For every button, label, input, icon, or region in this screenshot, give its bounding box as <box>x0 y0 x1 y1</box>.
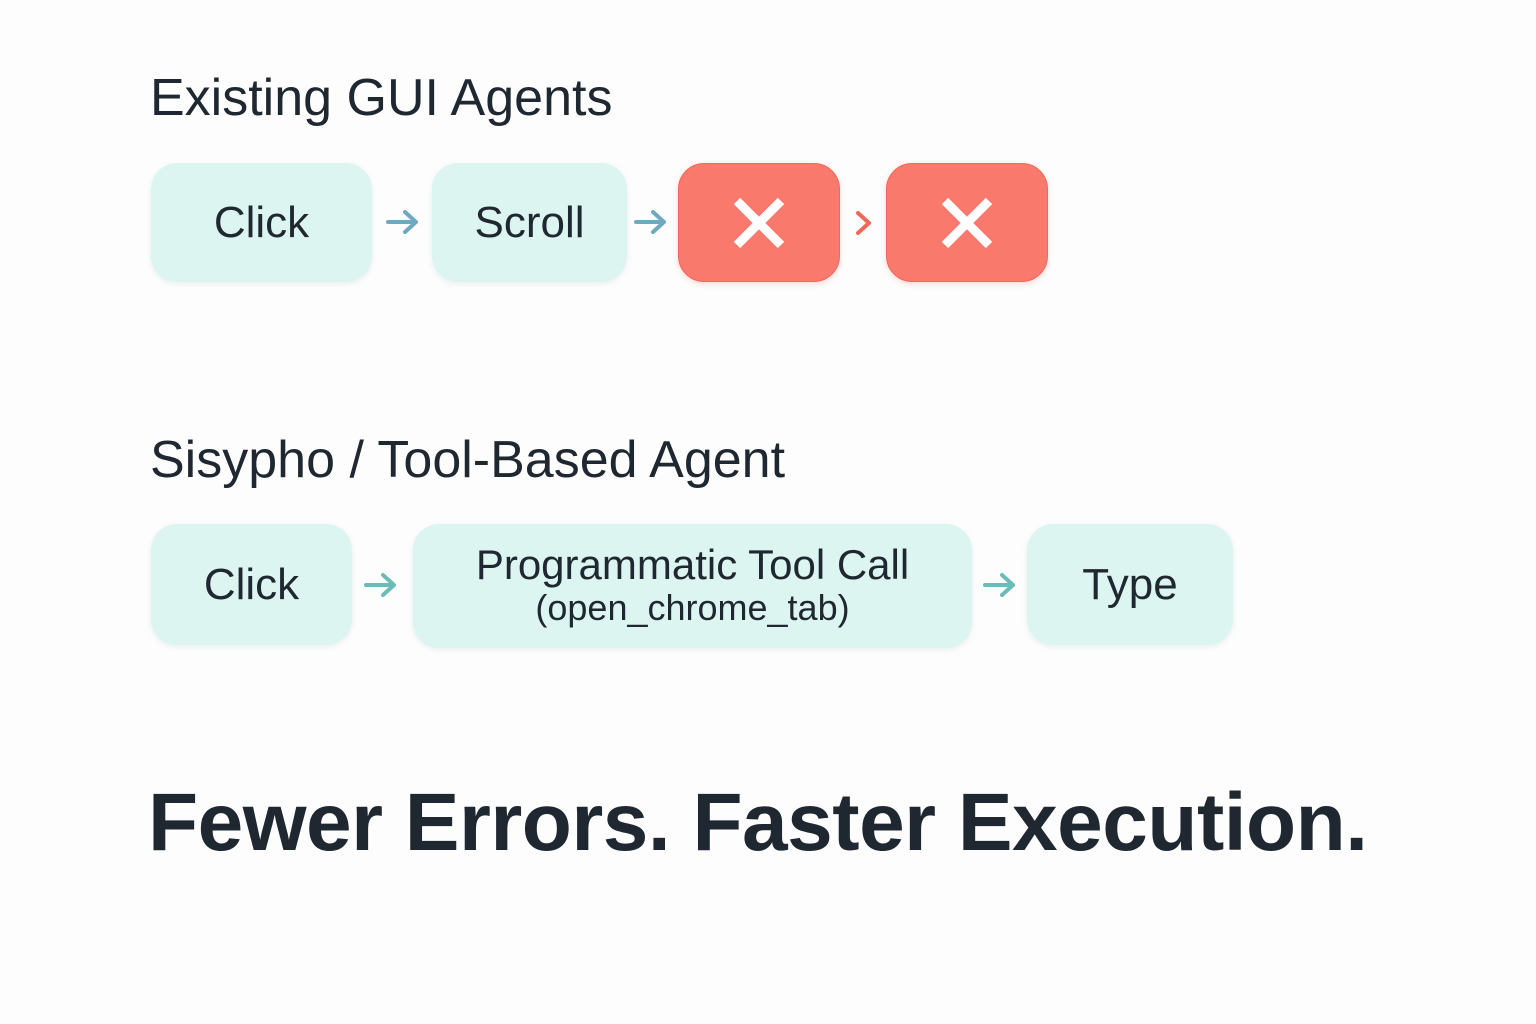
tool-type-step: Type <box>1027 524 1233 645</box>
existing-click-step: Click <box>151 163 372 282</box>
tool-call-label: Programmatic Tool Call <box>475 541 910 589</box>
arrow-right-icon <box>634 210 666 234</box>
step-label: Click <box>203 559 300 609</box>
tool-call-sublabel: (open_chrome_tab) <box>535 587 850 629</box>
arrow-right-icon <box>364 573 396 597</box>
existing-agents-heading: Existing GUI Agents <box>150 69 613 127</box>
close-icon <box>733 197 785 248</box>
step-label: Scroll <box>474 197 585 247</box>
step-label: Click <box>213 197 310 247</box>
close-icon <box>941 197 993 248</box>
arrow-right-icon <box>386 210 418 234</box>
existing-scroll-step: Scroll <box>432 163 627 282</box>
failure-step <box>886 163 1048 282</box>
failure-step <box>678 163 840 282</box>
step-label: Type <box>1082 559 1178 609</box>
tool-click-step: Click <box>151 524 352 645</box>
arrow-right-icon <box>983 573 1015 597</box>
tagline: Fewer Errors. Faster Execution. <box>148 777 1368 868</box>
programmatic-tool-call-step: Programmatic Tool Call (open_chrome_tab) <box>413 524 972 648</box>
chevron-right-icon <box>856 211 871 235</box>
tool-based-agent-heading: Sisypho / Tool-Based Agent <box>150 431 786 489</box>
